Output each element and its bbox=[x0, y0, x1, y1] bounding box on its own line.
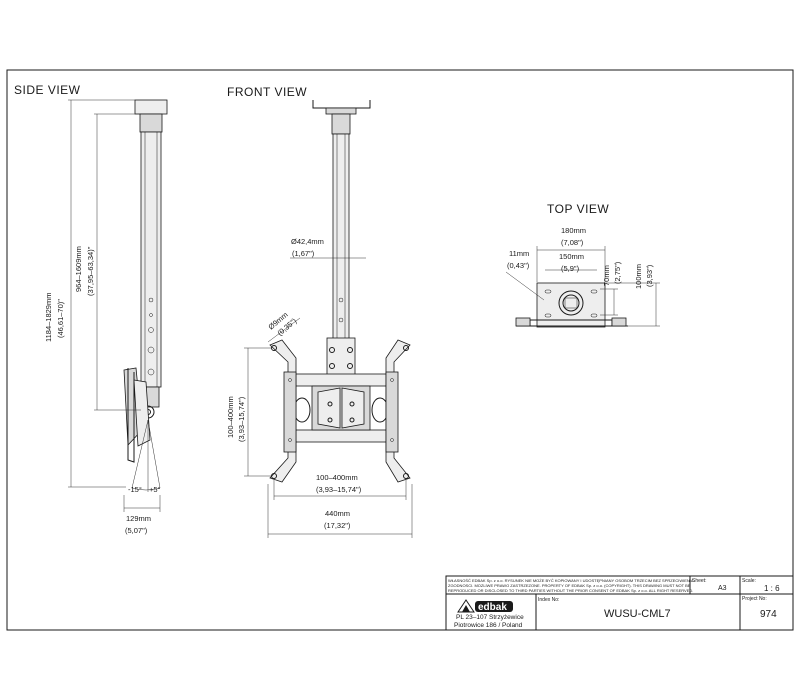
front-view-title: FRONT VIEW bbox=[227, 85, 307, 99]
side-tilt-up: +5° bbox=[149, 485, 161, 494]
company-logo-text: edbak bbox=[478, 602, 507, 613]
side-depth-in: (5,07") bbox=[125, 526, 148, 535]
company-address-line-1: PL 23–107 Strzyżewice bbox=[456, 614, 524, 621]
top-height-70-mm: 70mm bbox=[602, 265, 611, 286]
side-tilt-down: -15° bbox=[128, 485, 142, 494]
front-view-drawing bbox=[244, 100, 413, 538]
side-depth-mm: 129mm bbox=[126, 514, 151, 523]
top-view-title: TOP VIEW bbox=[547, 202, 609, 216]
top-offset-11-in: (0,43") bbox=[507, 261, 530, 270]
top-height-100-mm: 100mm bbox=[634, 264, 643, 289]
front-width-mm: 440mm bbox=[325, 509, 350, 518]
front-vesa-vertical-in: (3,93–15,74") bbox=[237, 396, 246, 442]
top-width-180-in: (7,08") bbox=[561, 238, 584, 247]
front-tube-diameter-in: (1,67") bbox=[292, 249, 315, 258]
sheet-label: Sheet: bbox=[692, 578, 706, 584]
side-pole-height-in: (37,95–63,34)" bbox=[86, 246, 95, 296]
index-value: WUSU-CML7 bbox=[604, 608, 671, 620]
index-label: Index No: bbox=[538, 597, 559, 603]
project-label: Project No: bbox=[742, 596, 767, 602]
company-logo bbox=[457, 599, 513, 613]
copyright-notice-line-3: REPRODUCED OR DISCLOSED TO THIRD PARTIES… bbox=[448, 588, 693, 593]
drawing-frame bbox=[6, 69, 794, 631]
sheet-value: A3 bbox=[718, 585, 727, 592]
side-pole-height-mm: 964–1609mm bbox=[74, 246, 83, 292]
top-width-150-in: (5,9") bbox=[561, 264, 580, 273]
copyright-notice-line-1: WŁASNOŚĆ EDBAK Sp. z o.o. RYSUNEK NIE MO… bbox=[448, 578, 694, 583]
top-view-drawing bbox=[505, 246, 660, 328]
company-address-line-2: Piotrowice 186 / Poland bbox=[454, 622, 523, 629]
project-value: 974 bbox=[760, 609, 777, 620]
scale-value: 1 : 6 bbox=[764, 584, 780, 593]
side-total-height-mm: 1184–1829mm bbox=[44, 293, 53, 342]
scale-label: Scale: bbox=[742, 578, 756, 584]
side-total-height-in: (46,61–70)" bbox=[56, 299, 65, 338]
front-vesa-horizontal-in: (3,93–15,74") bbox=[316, 485, 362, 494]
front-tube-diameter-mm: Ø42,4mm bbox=[291, 237, 324, 246]
title-block bbox=[445, 575, 794, 631]
front-vesa-horizontal-mm: 100–400mm bbox=[316, 473, 358, 482]
copyright-notice-line-2: ZGODNOSCI. MOZLIWE PRAWO ZASTRZEZONE. PR… bbox=[448, 583, 691, 588]
top-width-150-mm: 150mm bbox=[559, 252, 584, 261]
top-offset-11-mm: 11mm bbox=[509, 249, 529, 258]
side-view-drawing bbox=[68, 99, 168, 512]
top-height-70-in: (2,75") bbox=[613, 261, 622, 284]
front-vesa-vertical-mm: 100–400mm bbox=[226, 396, 235, 438]
top-height-100-in: (3,93") bbox=[645, 264, 654, 287]
top-width-180-mm: 180mm bbox=[561, 226, 586, 235]
front-width-in: (17,32") bbox=[324, 521, 351, 530]
side-view-title: SIDE VIEW bbox=[14, 83, 81, 97]
